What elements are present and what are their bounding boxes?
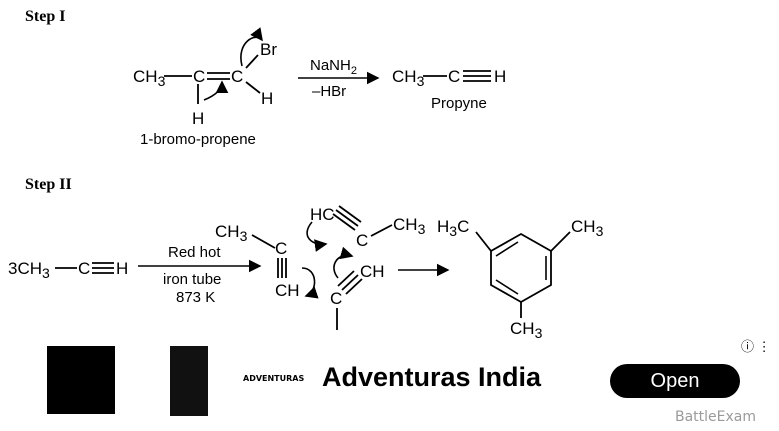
step-1-reactant: CH3 C C H Br H: [133, 27, 277, 128]
step-1-arrow: NaNH2 –HBr: [298, 57, 380, 100]
svg-text:C: C: [275, 239, 287, 258]
svg-text:C: C: [356, 231, 368, 250]
ad-title[interactable]: Adventuras India: [322, 362, 542, 392]
svg-text:H: H: [261, 89, 273, 108]
svg-text:CH: CH: [275, 281, 300, 300]
svg-text:HC: HC: [310, 205, 335, 224]
svg-text:C: C: [448, 67, 460, 86]
ad-thumbnail-2: [170, 346, 208, 416]
svg-text:CH: CH: [360, 262, 385, 281]
svg-text:873 K: 873 K: [176, 289, 215, 306]
svg-text:NaNH2: NaNH2: [310, 57, 357, 77]
svg-text:iron tube: iron tube: [163, 271, 221, 288]
ad-logo: ADVENTURAS: [243, 374, 305, 383]
svg-text:CH3: CH3: [510, 319, 543, 341]
svg-text:Br: Br: [260, 40, 277, 59]
step-2-reactant: 3CH3 C H: [8, 259, 128, 281]
svg-text:H3C: H3C: [437, 217, 469, 239]
svg-text:C: C: [78, 259, 90, 278]
mesitylene: H3C CH3 CH3: [437, 217, 604, 341]
ad-thumbnail: [47, 346, 115, 414]
step-1-heading: Step I: [25, 8, 66, 25]
svg-text:CH3: CH3: [393, 215, 426, 237]
step-2-heading: Step II: [25, 176, 72, 193]
info-icon[interactable]: ⓘ ⋮: [741, 339, 771, 354]
svg-text:H: H: [494, 67, 506, 86]
svg-text:CH3: CH3: [215, 222, 248, 244]
svg-text:CH3: CH3: [133, 67, 166, 89]
svg-text:H: H: [192, 109, 204, 128]
reagent-bottom: –HBr: [312, 83, 346, 100]
ad-open-button[interactable]: Open: [610, 364, 740, 398]
reactant-name: 1-bromo-propene: [140, 131, 256, 148]
ad-banner[interactable]: ADVENTURAS Adventuras India Open ⓘ ⋮ Bat…: [0, 336, 779, 431]
svg-text:C: C: [193, 67, 205, 86]
step-2-arrow: Red hot iron tube 873 K: [138, 244, 262, 306]
svg-text:C: C: [231, 67, 243, 86]
svg-text:H: H: [116, 259, 128, 278]
watermark: BattleExam: [675, 409, 757, 425]
product-name: Propyne: [431, 95, 487, 112]
propyne-trimer-intermediate: CH3 C CH HC C CH3 CH C: [215, 205, 426, 330]
svg-text:Red hot: Red hot: [168, 244, 221, 261]
svg-text:CH3: CH3: [571, 217, 604, 239]
svg-text:CH3: CH3: [392, 67, 425, 89]
propyne: CH3 C H: [392, 67, 506, 89]
svg-text:3CH3: 3CH3: [8, 259, 50, 281]
svg-text:C: C: [330, 289, 342, 308]
